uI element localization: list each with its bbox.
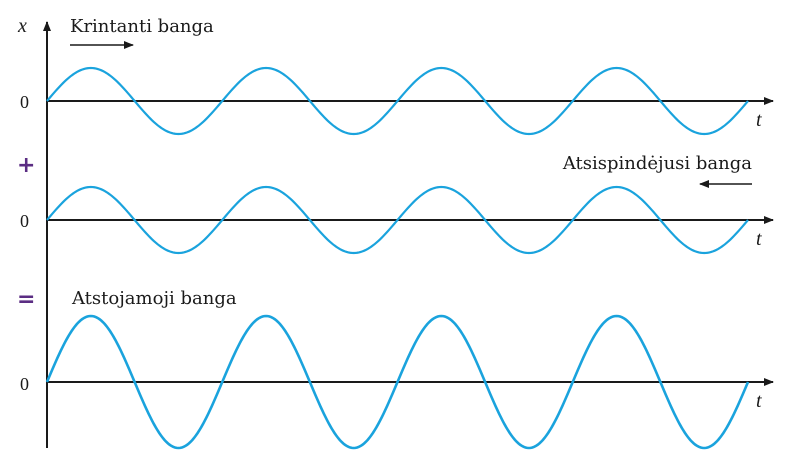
incident-wave-label: Krintanti banga	[70, 16, 214, 37]
time-axis-label-resultant: t	[756, 390, 762, 412]
reflected-wave-curve	[46, 185, 749, 255]
zero-label-resultant: 0	[20, 374, 29, 394]
reflected-wave-label: Atsispindėjusi banga	[562, 153, 752, 174]
time-axis-label-reflected: t	[756, 228, 762, 250]
resultant-wave-label: Atstojamoji banga	[71, 288, 237, 309]
vertical-axis-label: x	[17, 15, 27, 37]
equals-sign: =	[17, 287, 35, 312]
plus-sign: +	[17, 153, 35, 178]
zero-label-incident: 0	[20, 92, 29, 112]
incident-wave-curve	[46, 66, 749, 136]
time-axis-label-incident: t	[756, 109, 762, 131]
zero-label-reflected: 0	[20, 211, 29, 231]
resultant-wave-curve	[45, 314, 750, 450]
